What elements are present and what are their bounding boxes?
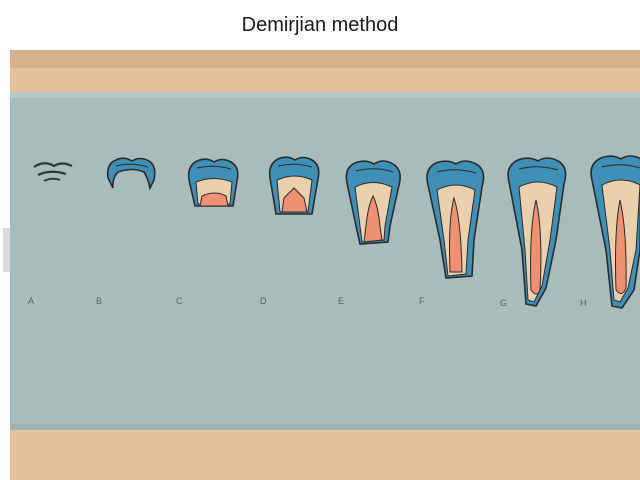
stage-label-e: E — [338, 296, 344, 306]
stage-label-b: B — [96, 296, 102, 306]
board-top-edge — [10, 50, 640, 68]
stage-c-tooth — [189, 159, 238, 206]
stage-label-d: D — [260, 296, 267, 306]
stage-label-g: G — [500, 298, 507, 308]
stage-label-a: A — [28, 296, 34, 306]
stage-d-tooth — [270, 157, 319, 214]
demirjian-chart-photo: A B C D E F G H — [10, 50, 640, 480]
stage-label-c: C — [176, 296, 183, 306]
stage-label-h: H — [580, 298, 587, 308]
stage-label-f: F — [419, 296, 425, 306]
figure-title: Demirjian method — [0, 14, 640, 37]
tooth-stage-chart: A B C D E F G H — [10, 50, 640, 480]
